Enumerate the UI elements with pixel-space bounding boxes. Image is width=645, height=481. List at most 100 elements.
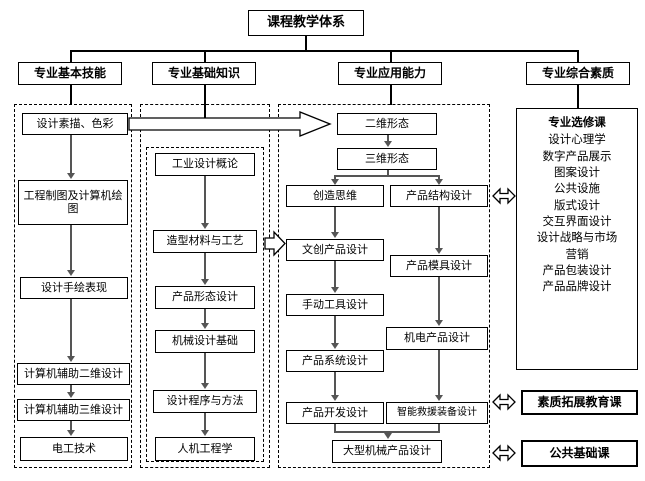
node-product-form-design[interactable]: 产品形态设计 — [155, 286, 255, 309]
arrowhead-c2-1 — [201, 223, 209, 229]
node-engineering-drawing[interactable]: 工程制图及计算机绘图 — [18, 180, 128, 225]
arrowhead-c3L-1 — [331, 232, 339, 238]
flow-c2-4 — [204, 353, 206, 383]
connector-to-header-2 — [204, 50, 206, 62]
connector-root-bus — [70, 50, 578, 52]
arrowhead-c3R-2 — [435, 320, 443, 326]
stem-col1 — [70, 85, 72, 105]
node-cultural-creative-product[interactable]: 文创产品设计 — [286, 239, 384, 261]
node-hand-tool-design[interactable]: 手动工具设计 — [286, 294, 384, 316]
arrowhead-c3L-2 — [331, 287, 339, 293]
header-application-ability[interactable]: 专业应用能力 — [338, 62, 442, 85]
connector-to-header-4 — [577, 50, 579, 62]
double-headed-arrow-icon-2 — [492, 393, 516, 411]
flow-c1-5 — [70, 421, 72, 430]
arrowhead-c3-split-left — [331, 179, 339, 185]
elective-item: 产品品牌设计 — [542, 279, 612, 294]
elective-item: 版式设计 — [554, 197, 600, 212]
node-public-basic-course[interactable]: 公共基础课 — [521, 440, 638, 467]
flow-merge-left-stem — [334, 424, 336, 432]
flow-c1-2 — [70, 225, 72, 270]
flow-c3L-1 — [334, 207, 336, 232]
node-creative-thinking[interactable]: 创造思维 — [286, 185, 384, 207]
flow-c3L-3 — [334, 316, 336, 343]
header-comprehensive-quality[interactable]: 专业综合素质 — [526, 62, 630, 85]
arrowhead-c3R-3 — [435, 395, 443, 401]
node-3d-form[interactable]: 三维形态 — [337, 148, 437, 170]
stem-col3 — [390, 85, 392, 105]
arrowhead-c2-2 — [201, 279, 209, 285]
flow-c2-1 — [204, 176, 206, 223]
node-cad-2d[interactable]: 计算机辅助二维设计 — [17, 363, 130, 385]
double-headed-arrow-icon-1 — [492, 187, 516, 205]
node-product-structure-design[interactable]: 产品结构设计 — [390, 185, 488, 207]
arrowhead-merge — [384, 433, 392, 439]
arrowhead-c2-5 — [201, 430, 209, 436]
stem-col2 — [204, 85, 206, 130]
elective-title: 专业选修课 — [548, 115, 606, 129]
elective-course-box[interactable]: 专业选修课 设计心理学 数字产品展示 图案设计 公共设施 版式设计 交互界面设计… — [516, 108, 638, 370]
node-2d-form[interactable]: 二维形态 — [337, 113, 437, 135]
arrowhead-c2-3 — [201, 323, 209, 329]
node-modeling-materials[interactable]: 造型材料与工艺 — [153, 230, 257, 253]
stem-col4 — [577, 85, 579, 108]
node-mechanical-design-basics[interactable]: 机械设计基础 — [155, 330, 255, 353]
elective-item: 交互界面设计 — [542, 213, 612, 228]
node-cad-3d[interactable]: 计算机辅助三维设计 — [17, 399, 130, 421]
node-intelligent-rescue-equipment[interactable]: 智能救援装备设计 — [386, 402, 488, 424]
arrowhead-c3-2d-3d — [384, 141, 392, 147]
arrowhead-c2-4 — [201, 383, 209, 389]
node-large-machinery-product-design[interactable]: 大型机械产品设计 — [332, 440, 442, 463]
header-basic-skills[interactable]: 专业基本技能 — [18, 62, 122, 85]
arrowhead-c3L-4 — [331, 395, 339, 401]
flow-c2-2 — [204, 253, 206, 279]
flow-c1-3 — [70, 299, 72, 356]
arrowhead-c1-3 — [67, 356, 75, 362]
flow-c3-split-bus — [334, 175, 439, 177]
node-hand-drawing[interactable]: 设计手绘表现 — [20, 277, 128, 299]
root-node[interactable]: 课程教学体系 — [248, 10, 364, 36]
arrowhead-c1-4 — [67, 392, 75, 398]
node-sketch-color[interactable]: 设计素描、色彩 — [22, 113, 128, 135]
connector-root-down — [305, 36, 307, 50]
flow-merge-right-stem — [438, 424, 440, 432]
node-electromechanical-product-design[interactable]: 机电产品设计 — [386, 327, 488, 350]
elective-item: 产品包装设计 — [542, 262, 612, 277]
elective-item: 设计战略与市场 — [536, 230, 618, 245]
flow-c3R-2 — [438, 277, 440, 320]
node-design-procedure-methods[interactable]: 设计程序与方法 — [153, 390, 257, 413]
flow-c3-split-left — [334, 175, 336, 179]
connector-to-header-3 — [390, 50, 392, 62]
flow-c3-split-right — [438, 175, 440, 179]
flow-c3R-1 — [438, 207, 440, 248]
elective-item: 设计心理学 — [548, 132, 606, 147]
flow-c2-5 — [204, 413, 206, 430]
node-industrial-design-intro[interactable]: 工业设计概论 — [155, 153, 255, 176]
flow-c3R-3 — [438, 350, 440, 395]
node-quality-expansion-course[interactable]: 素质拓展教育课 — [521, 390, 638, 415]
double-headed-arrow-icon-3 — [492, 444, 516, 462]
node-ergonomics[interactable]: 人机工程学 — [155, 437, 255, 461]
group-region-basic-skills — [14, 104, 132, 468]
node-product-mold-design[interactable]: 产品模具设计 — [390, 255, 488, 277]
flow-c3L-2 — [334, 261, 336, 287]
node-product-system-design[interactable]: 产品系统设计 — [286, 350, 384, 372]
elective-item: 公共设施 — [554, 181, 600, 196]
elective-item: 数字产品展示 — [542, 148, 612, 163]
node-electrical-tech[interactable]: 电工技术 — [20, 437, 128, 461]
arrowhead-c1-5 — [67, 430, 75, 436]
arrowhead-c1-1 — [67, 173, 75, 179]
group-region-basic-knowledge-inner — [146, 147, 264, 462]
flow-c1-1 — [70, 135, 72, 173]
group-region-application — [278, 104, 490, 468]
node-product-development-design[interactable]: 产品开发设计 — [286, 402, 384, 424]
flow-merge-down — [387, 431, 389, 434]
arrowhead-c3-split-right — [435, 179, 443, 185]
elective-item: 图案设计 — [554, 164, 600, 179]
arrowhead-c3R-1 — [435, 248, 443, 254]
header-basic-knowledge[interactable]: 专业基础知识 — [152, 62, 256, 85]
flow-c2-3 — [204, 309, 206, 323]
flow-c1-4 — [70, 385, 72, 392]
elective-item: 营销 — [565, 246, 589, 261]
